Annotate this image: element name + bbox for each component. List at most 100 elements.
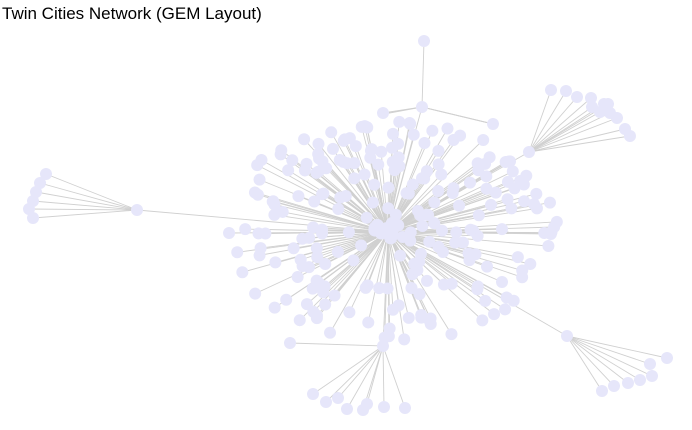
- graph-node: [358, 120, 371, 133]
- graph-node: [317, 187, 330, 200]
- graph-node: [405, 281, 418, 294]
- graph-node: [602, 98, 614, 110]
- graph-node: [489, 186, 502, 199]
- graph-edge: [528, 135, 631, 153]
- graph-node: [306, 282, 319, 295]
- graph-node: [342, 226, 355, 239]
- graph-node: [411, 204, 424, 217]
- graph-node: [479, 157, 492, 170]
- graph-node: [375, 145, 388, 158]
- graph-edge: [383, 106, 423, 115]
- graph-node: [348, 172, 361, 185]
- graph-node: [377, 340, 389, 352]
- graph-node: [40, 168, 52, 180]
- graph-node: [550, 215, 563, 228]
- graph-node: [268, 198, 281, 211]
- graph-node: [338, 133, 351, 146]
- graph-node: [276, 205, 289, 218]
- graph-edge: [366, 345, 384, 405]
- graph-edge: [528, 89, 552, 153]
- graph-edge: [566, 335, 653, 377]
- graph-node: [359, 281, 372, 294]
- graph-node: [484, 198, 497, 211]
- graph-node: [524, 257, 537, 270]
- graph-node: [248, 186, 261, 199]
- graph-node: [644, 358, 656, 370]
- graph-node: [499, 303, 512, 316]
- graph-node: [561, 330, 573, 342]
- graph-node: [477, 133, 490, 146]
- graph-node: [391, 218, 405, 232]
- graph-edge: [387, 231, 405, 340]
- graph-node: [523, 146, 535, 158]
- graph-node: [538, 227, 551, 240]
- graph-edge: [32, 200, 138, 211]
- graph-node: [312, 137, 325, 150]
- graph-node: [293, 314, 306, 327]
- graph-edge: [387, 231, 452, 335]
- graph-node: [426, 124, 439, 137]
- graph-node: [284, 337, 296, 349]
- graph-node: [364, 144, 377, 157]
- graph-node: [516, 264, 529, 277]
- graph-edge: [566, 335, 615, 387]
- graph-edge: [39, 182, 138, 211]
- graph-node: [298, 164, 311, 177]
- graph-edge: [365, 231, 389, 289]
- graph-node: [368, 178, 381, 191]
- graph-node: [310, 309, 323, 322]
- graph-node: [131, 204, 143, 216]
- graph-edge: [329, 231, 389, 333]
- graph-node: [506, 165, 519, 178]
- graph-node: [316, 227, 329, 240]
- graph-node: [420, 165, 433, 178]
- graph-node: [239, 223, 252, 236]
- graph-node: [435, 224, 448, 237]
- graph-node: [418, 136, 431, 149]
- graph-edge: [528, 112, 611, 153]
- graph-edge: [348, 231, 389, 313]
- graph-node: [511, 251, 524, 264]
- graph-node: [453, 199, 466, 212]
- graph-node: [480, 182, 493, 195]
- graph-edge: [35, 191, 138, 211]
- graph-node: [378, 401, 390, 413]
- graph-node: [320, 396, 332, 408]
- graph-node: [435, 168, 448, 181]
- graph-node: [341, 403, 353, 415]
- graph-node: [355, 239, 368, 252]
- graph-edge: [566, 335, 668, 359]
- graph-node: [361, 398, 373, 410]
- graph-node: [488, 308, 501, 321]
- graph-node: [418, 35, 430, 47]
- graph-node: [507, 294, 520, 307]
- figure-title: Twin Cities Network (GEM Layout): [2, 4, 262, 23]
- graph-node: [472, 209, 485, 222]
- graph-node: [501, 175, 514, 188]
- graph-node: [332, 202, 345, 215]
- graph-node: [392, 137, 405, 150]
- graph-edge: [528, 111, 601, 153]
- graph-node: [432, 144, 445, 157]
- graph-node: [646, 370, 658, 382]
- graph-edge: [337, 345, 384, 399]
- graph-node: [416, 101, 428, 113]
- graph-edge: [528, 97, 592, 153]
- graph-node: [414, 247, 427, 260]
- graph-node: [416, 220, 429, 233]
- graph-node: [366, 196, 379, 209]
- graph-node: [324, 326, 337, 339]
- graph-node: [34, 177, 46, 189]
- graph-edge: [275, 231, 389, 263]
- graph-edge: [528, 117, 618, 153]
- graph-node: [527, 198, 540, 211]
- graph-node: [420, 274, 433, 287]
- graph-node: [358, 168, 371, 181]
- graph-node: [325, 126, 338, 139]
- graph-edge: [387, 231, 394, 310]
- graph-edge: [528, 106, 593, 153]
- graph-node: [268, 301, 281, 314]
- graph-edge: [312, 231, 389, 313]
- graph-edge: [421, 40, 425, 108]
